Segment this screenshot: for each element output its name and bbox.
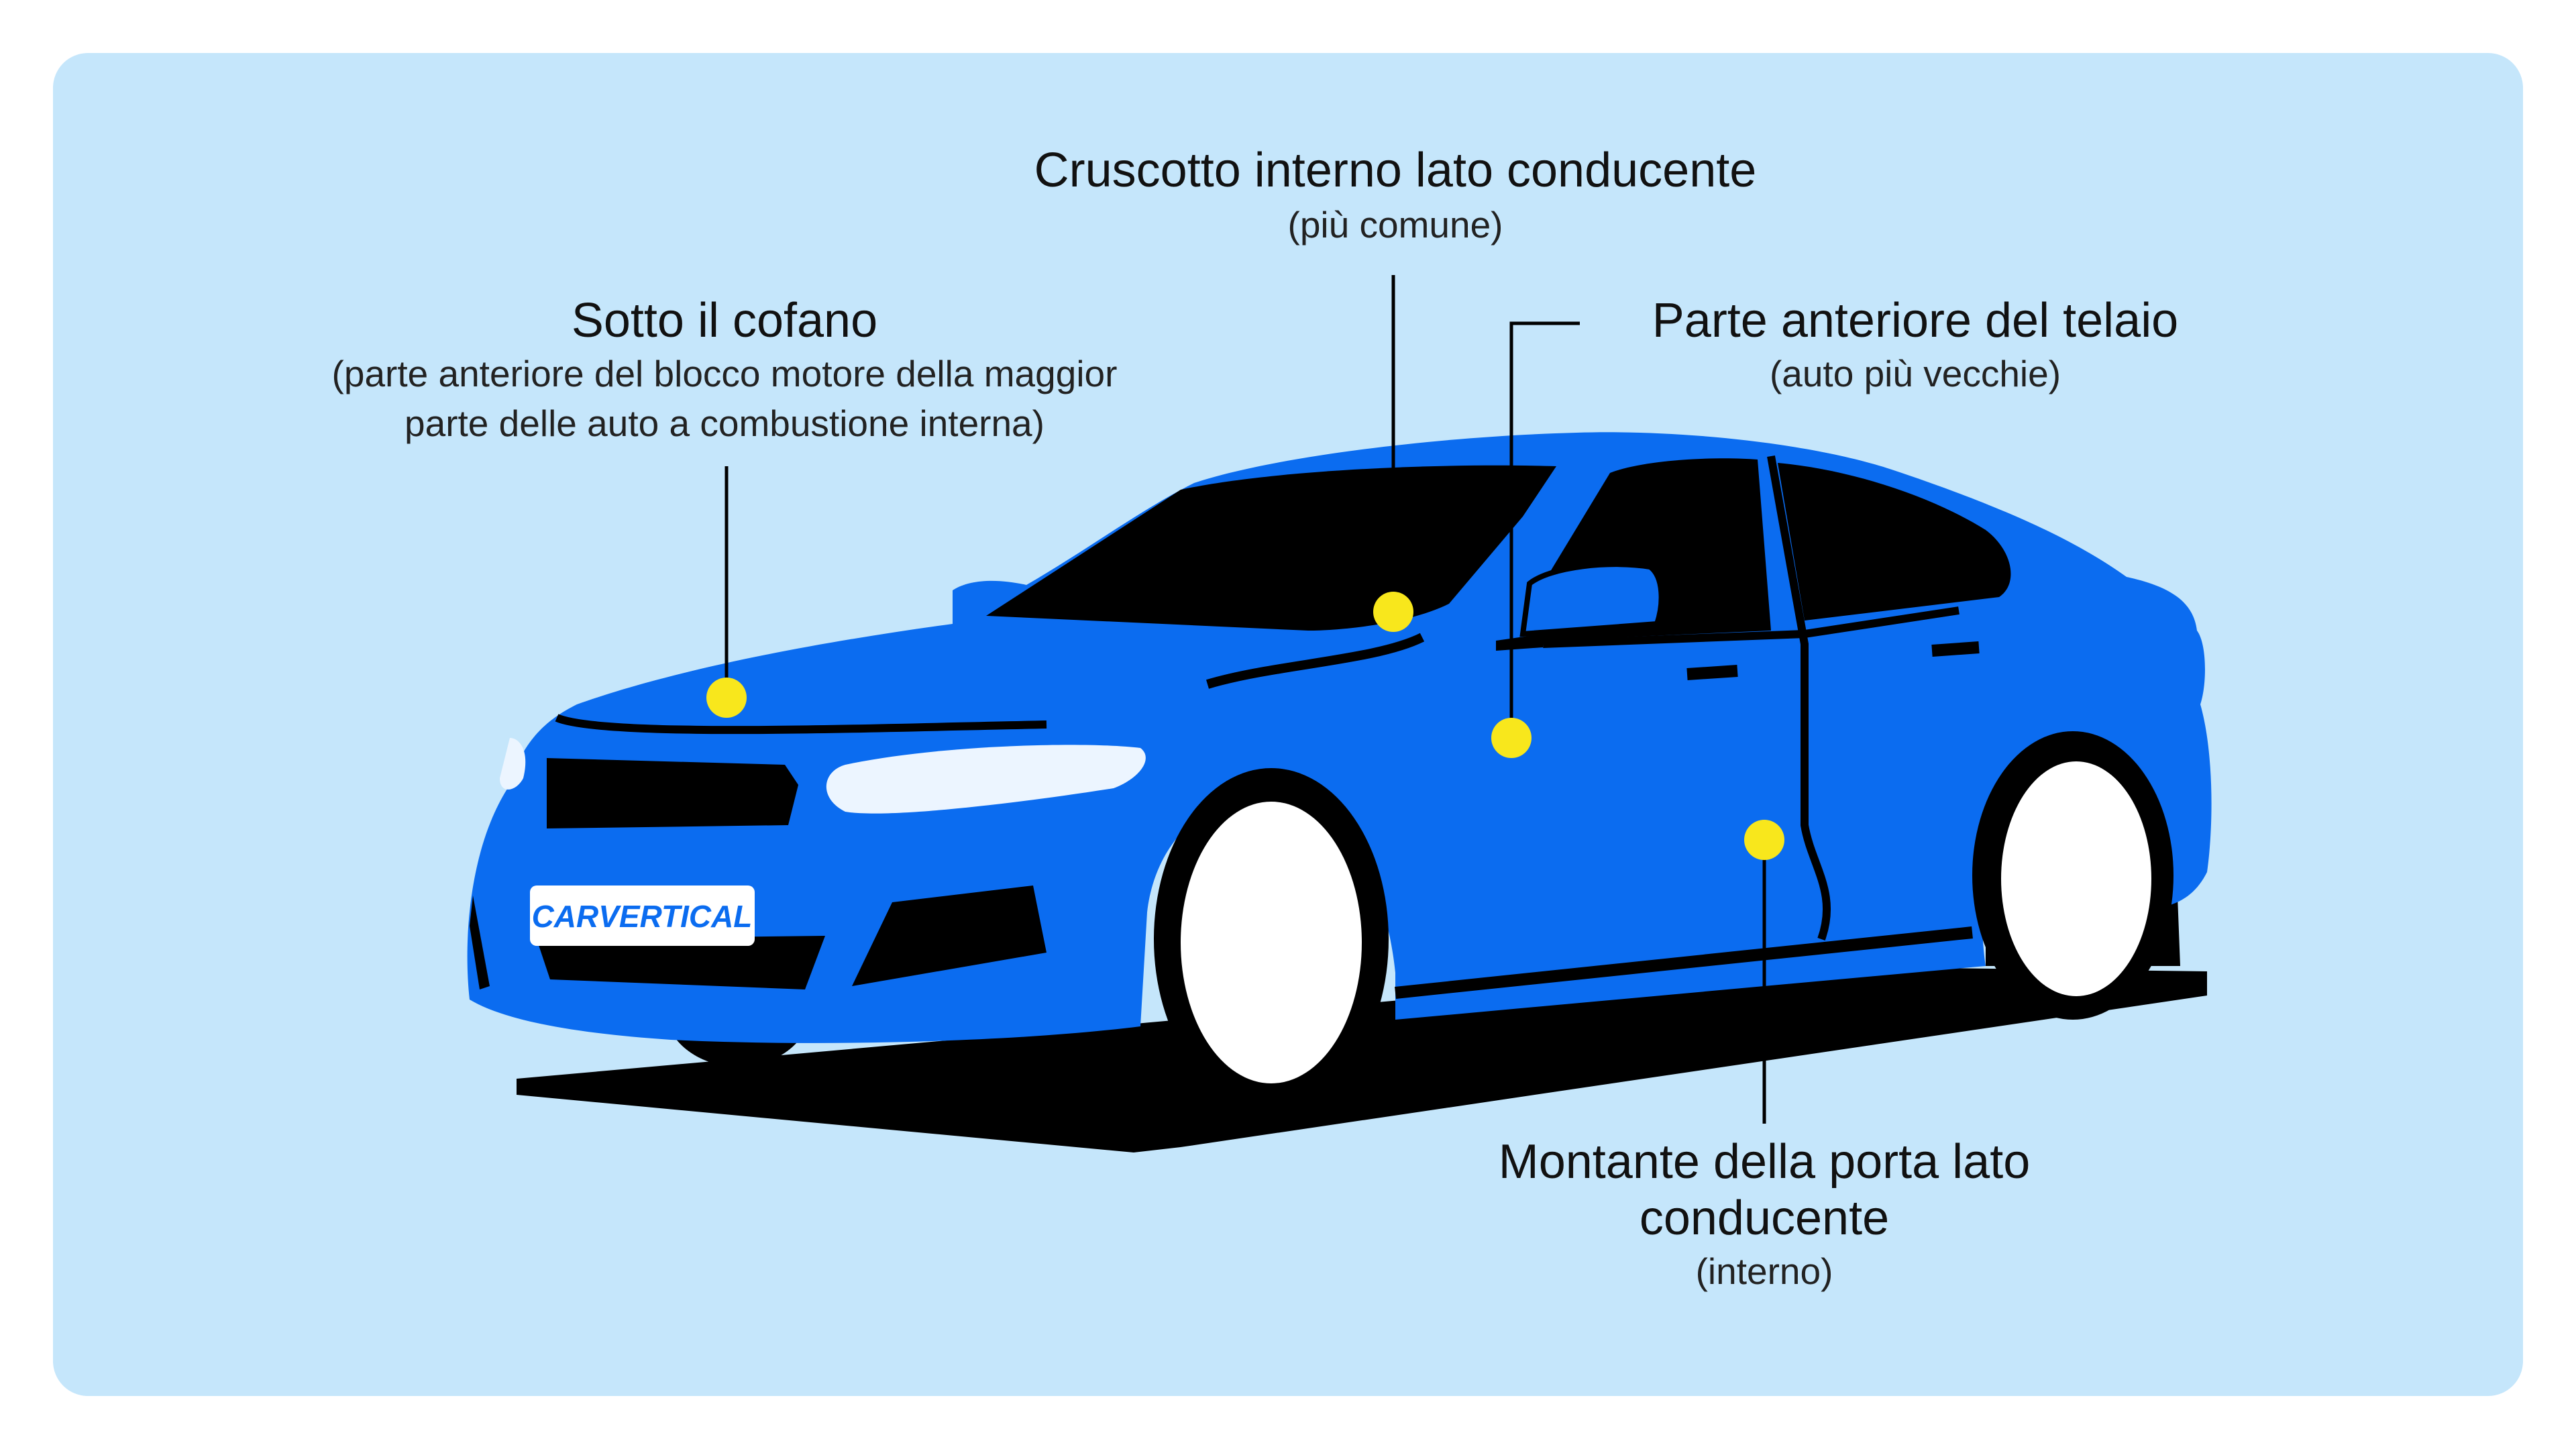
marker-hood: [706, 678, 747, 718]
rear-door-handle: [1931, 641, 1980, 657]
license-plate-text: CARVERTICAL: [532, 899, 753, 934]
front-right-wheel-rim: [1181, 802, 1362, 1083]
marker-pillar: [1744, 820, 1784, 860]
label-hood: Sotto il cofano (parte anteriore del blo…: [221, 292, 1228, 448]
marker-frame: [1491, 718, 1532, 758]
rear-right-wheel-rim: [2001, 761, 2151, 996]
car-body: [467, 432, 2212, 1043]
label-hood-subtitle-2: parte delle auto a combustione interna): [405, 402, 1044, 444]
sill-line: [1395, 926, 1973, 999]
ground-shadow: [517, 966, 2207, 1152]
rear-side-window: [1778, 463, 2011, 621]
label-frame: Parte anteriore del telaio (auto più vec…: [1563, 292, 2267, 398]
label-frame-subtitle: (auto più vecchie): [1769, 353, 2061, 394]
side-mirror: [1519, 561, 1664, 637]
door-line-front: [1205, 633, 1425, 689]
mirror-base: [1496, 634, 1543, 651]
label-frame-title: Parte anteriore del telaio: [1652, 294, 2179, 347]
label-pillar-title-1: Montante della porta lato: [1498, 1135, 2031, 1189]
label-pillar-subtitle: (interno): [1695, 1250, 1833, 1292]
belt-line: [1542, 606, 1960, 648]
label-pillar: Montante della porta lato conducente (in…: [1395, 1134, 2133, 1296]
label-hood-subtitle-1: (parte anteriore del blocco motore della…: [331, 353, 1118, 394]
label-pillar-title-2: conducente: [1639, 1191, 1890, 1245]
lower-intake-right: [852, 885, 1046, 986]
label-dashboard-title: Cruscotto interno lato conducente: [1034, 144, 1757, 197]
label-dashboard: Cruscotto interno lato conducente (più c…: [926, 142, 1865, 250]
right-headlight: [826, 745, 1146, 814]
front-grille: [547, 758, 798, 828]
lower-bumper-vent: [537, 936, 825, 989]
label-hood-title: Sotto il cofano: [571, 294, 878, 347]
license-plate: [530, 885, 755, 946]
hood-crease: [555, 714, 1047, 735]
left-headlight: [500, 738, 526, 790]
windshield: [986, 465, 1556, 631]
marker-dashboard: [1373, 592, 1413, 632]
label-dashboard-subtitle: (più comune): [1287, 204, 1503, 246]
front-door-handle: [1686, 665, 1738, 680]
leader-line-frame: [1509, 321, 1580, 738]
b-pillar-line: [1767, 455, 1831, 941]
left-bumper-vent: [470, 896, 490, 989]
